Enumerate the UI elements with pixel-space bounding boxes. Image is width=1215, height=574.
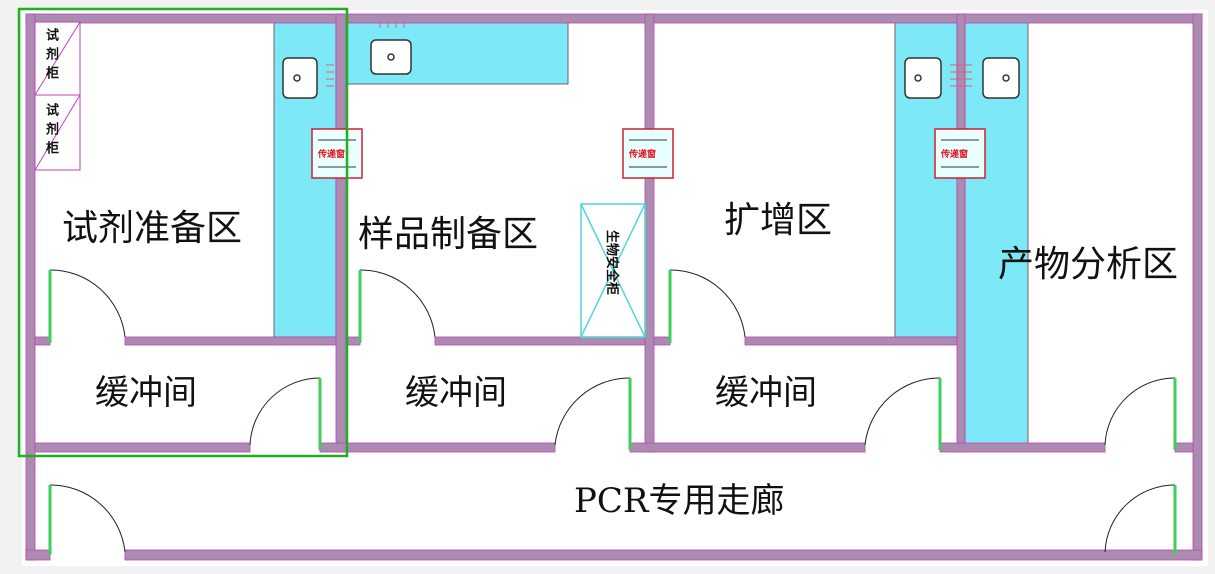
wall-corridor	[34, 442, 251, 453]
reagent-cabinet-label: 试剂柜	[43, 103, 58, 160]
door-swing	[49, 269, 126, 338]
svg-text:传递窗: 传递窗	[317, 148, 345, 160]
wall-bottom	[25, 549, 51, 561]
wall-right	[1192, 13, 1203, 561]
room-label-buffer: 缓冲间	[95, 373, 197, 413]
room-label-amplification: 扩增区	[724, 200, 832, 241]
wall-top	[25, 13, 1203, 24]
wall-left	[25, 13, 36, 561]
wall-buffer	[653, 336, 671, 346]
room-label-sample-prep: 样品制备区	[358, 214, 538, 255]
room-label-corridor: PCR专用走廊	[574, 481, 785, 521]
svg-text:传递窗: 传递窗	[940, 148, 968, 160]
biosafety-cabinet-label: 生物安全柜	[604, 230, 620, 295]
wall-bottom	[124, 549, 1203, 561]
svg-text:传递窗: 传递窗	[628, 148, 656, 160]
door-swing	[1104, 377, 1176, 446]
wall-buffer	[434, 336, 646, 346]
biosafety-cabinet	[580, 203, 646, 338]
room-label-buffer: 缓冲间	[715, 373, 817, 413]
wall-corridor	[629, 442, 866, 453]
wall-buffer	[124, 336, 337, 346]
wall-buffer	[34, 336, 51, 346]
wall-partition	[644, 13, 655, 453]
wall-corridor	[1174, 442, 1194, 453]
room-label-reagent-prep: 试剂准备区	[62, 208, 242, 249]
wall-partition	[335, 13, 347, 453]
wall-corridor	[319, 442, 556, 453]
room-label-product-analysis: 产物分析区	[998, 244, 1178, 285]
door-swing	[249, 377, 321, 446]
door-swing	[864, 377, 941, 446]
sink-icon	[982, 57, 1020, 99]
pass-window: 传递窗	[311, 128, 363, 179]
sink-icon	[904, 57, 942, 99]
wall-buffer	[744, 336, 958, 346]
selection-highlight	[17, 7, 349, 458]
door-swing	[554, 377, 631, 446]
door-swing	[1104, 484, 1176, 553]
wall-partition	[956, 13, 966, 453]
room-label-buffer: 缓冲间	[405, 373, 507, 413]
pass-window: 传递窗	[934, 128, 986, 179]
door-swing	[669, 269, 746, 338]
pass-window: 传递窗	[622, 128, 674, 179]
reagent-cabinet-label: 试剂柜	[43, 28, 58, 85]
wall-corridor	[939, 442, 1106, 453]
door-swing	[49, 484, 126, 553]
door-swing	[359, 269, 436, 338]
